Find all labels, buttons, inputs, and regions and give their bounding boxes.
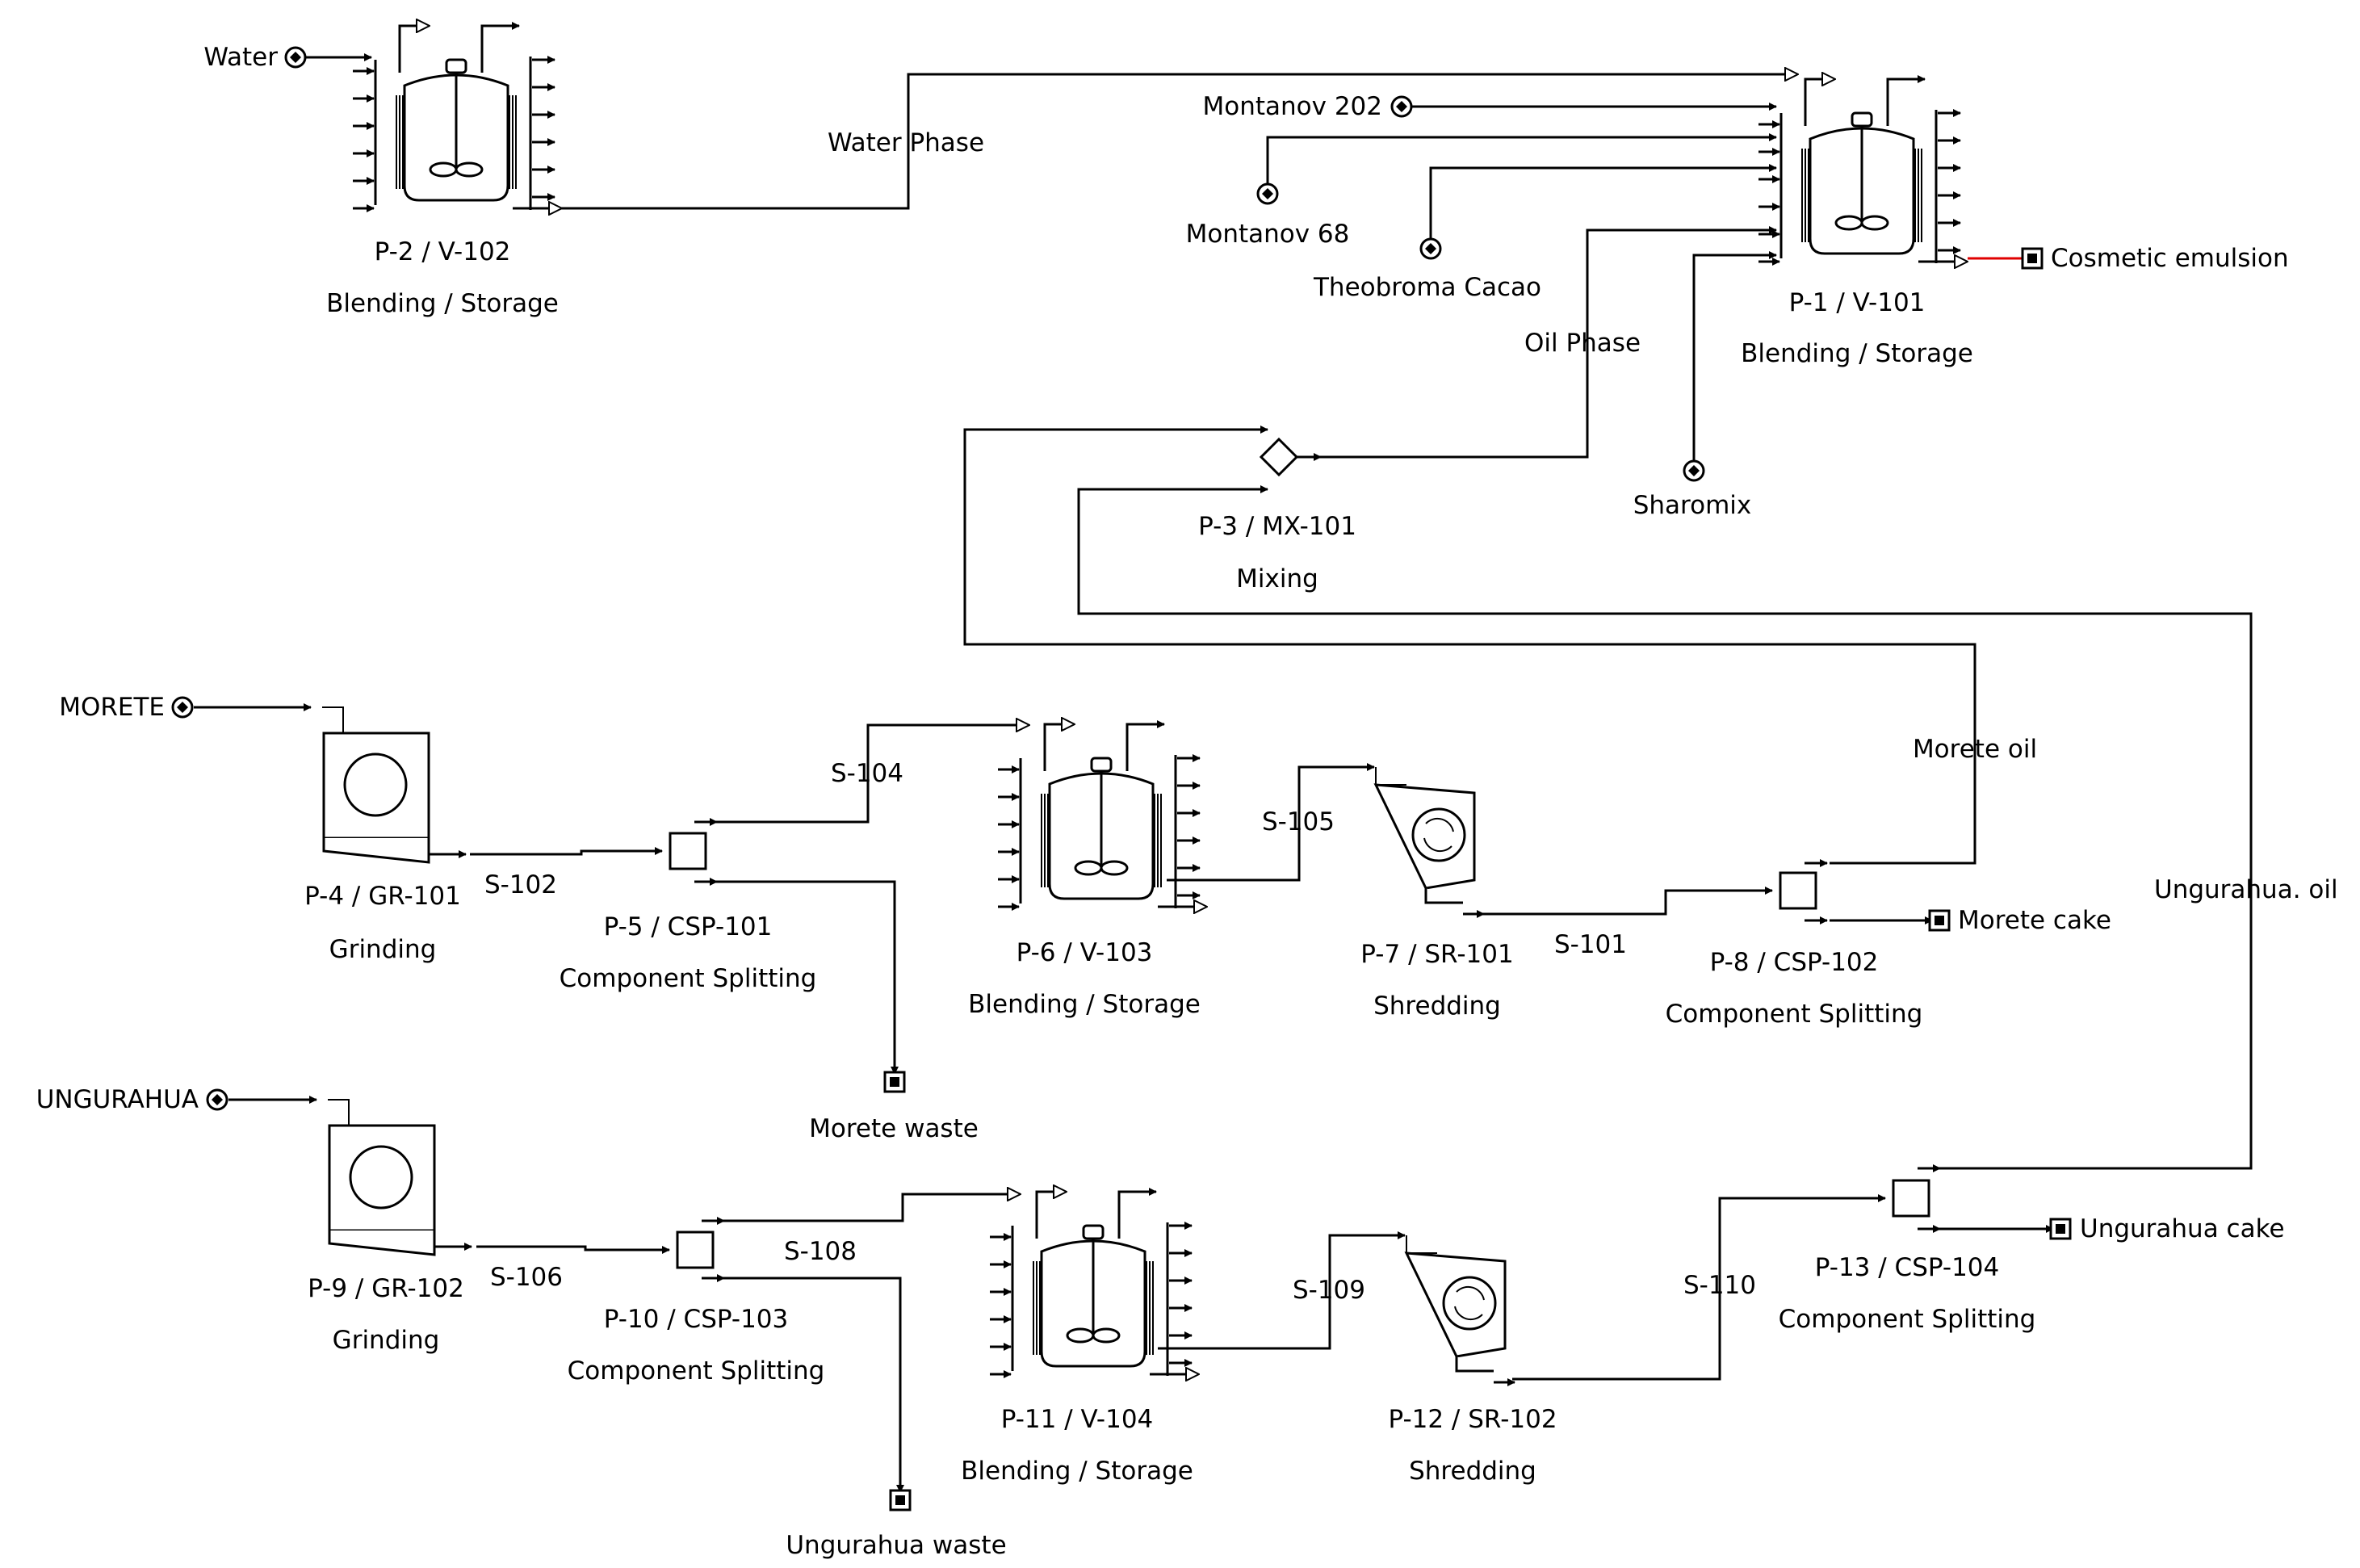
- source-theobroma-icon: [1419, 237, 1442, 260]
- stream-water-phase-label: Water Phase: [828, 128, 984, 157]
- stream-s110-line: [1512, 1194, 1886, 1381]
- unit-p3-tag: P-3 / MX-101: [1198, 512, 1356, 541]
- vessel-p1-icon[interactable]: [1758, 79, 1967, 263]
- sink-ungurahua-cake-icon: [2049, 1218, 2072, 1240]
- stream-s101-line: [1484, 887, 1773, 916]
- unit-p12-op: Shredding: [1409, 1457, 1536, 1486]
- unit-p5-op: Component Splitting: [560, 964, 817, 993]
- stream-morete-cake-label: Morete cake: [1958, 906, 2111, 935]
- splitter-p8-icon[interactable]: [1779, 871, 1817, 910]
- stream-montanov68-line: [1266, 133, 1777, 187]
- stream-ungurahua-oil-line: [1077, 485, 2253, 1170]
- stream-cosmetic-label: Cosmetic emulsion: [2051, 244, 2289, 273]
- unit-p4-tag: P-4 / GR-101: [304, 882, 461, 911]
- source-montanov202-icon: [1390, 95, 1413, 118]
- shredder-p7-icon[interactable]: [1373, 767, 1485, 918]
- unit-p12-tag: P-12 / SR-102: [1388, 1405, 1557, 1434]
- stream-oil-phase-label: Oil Phase: [1524, 329, 1641, 358]
- stream-s106-label: S-106: [490, 1263, 563, 1292]
- unit-p6-op: Blending / Storage: [968, 990, 1201, 1019]
- unit-p8-tag: P-8 / CSP-102: [1710, 948, 1879, 977]
- unit-p11-tag: P-11 / V-104: [1001, 1405, 1154, 1434]
- unit-p10-op: Component Splitting: [568, 1356, 825, 1386]
- mixer-p3-icon[interactable]: [1259, 437, 1299, 477]
- unit-p7-op: Shredding: [1373, 992, 1501, 1021]
- vessel-p2-icon[interactable]: [353, 26, 561, 210]
- stream-s102-line: [470, 847, 663, 856]
- unit-p5-tag: P-5 / CSP-101: [604, 912, 773, 941]
- unit-p8-op: Component Splitting: [1666, 1000, 1923, 1029]
- unit-p2-op: Blending / Storage: [326, 289, 559, 318]
- source-water-icon: [284, 46, 307, 69]
- stream-ungurahua-waste-label: Ungurahua waste: [786, 1531, 1006, 1560]
- splitter-p13-icon[interactable]: [1892, 1179, 1930, 1218]
- stream-theobroma-line: [1429, 164, 1777, 239]
- stream-water-phase-line: [525, 74, 1797, 210]
- stream-water-label: Water: [203, 43, 278, 72]
- stream-s104-label: S-104: [831, 759, 903, 788]
- unit-p10-tag: P-10 / CSP-103: [604, 1305, 789, 1334]
- unit-p3-op: Mixing: [1236, 564, 1318, 593]
- stream-s101-label: S-101: [1554, 930, 1627, 959]
- stream-morete-label: MORETE: [59, 693, 165, 722]
- stream-oil-phase-line: [1319, 226, 1777, 459]
- shredder-p12-icon[interactable]: [1404, 1235, 1515, 1386]
- stream-s106-line: [476, 1245, 670, 1254]
- stream-s105-line: [1167, 763, 1375, 882]
- stream-montanov202-label: Montanov 202: [1203, 92, 1383, 121]
- stream-lines: [194, 53, 2253, 1493]
- unit-p7-tag: P-7 / SR-101: [1360, 940, 1513, 969]
- unit-p13-tag: P-13 / CSP-104: [1815, 1253, 2000, 1282]
- unit-p9-op: Grinding: [333, 1326, 440, 1355]
- stream-s108-line: [717, 1194, 1020, 1222]
- sink-ungurahua-waste-icon: [889, 1489, 912, 1511]
- unit-p11-op: Blending / Storage: [961, 1457, 1193, 1486]
- vessel-p6-icon[interactable]: [998, 724, 1206, 908]
- stream-s108-label: S-108: [784, 1237, 857, 1266]
- stream-morete-oil-line: [963, 426, 1976, 865]
- sink-cosmetic-icon: [2021, 247, 2044, 270]
- stream-ungurahua-cake-label: Ungurahua cake: [2080, 1214, 2285, 1243]
- unit-labels: P-2 / V-102 Blending / Storage P-1 / V-1…: [304, 237, 2035, 1486]
- stream-s110-label: S-110: [1683, 1271, 1756, 1300]
- splitter-p5-icon[interactable]: [669, 832, 707, 870]
- stream-sharomix-line: [1692, 251, 1777, 460]
- stream-s102-label: S-102: [484, 870, 557, 899]
- unit-p2-tag: P-2 / V-102: [375, 237, 511, 266]
- unit-p4-op: Grinding: [329, 935, 437, 964]
- stream-ungurahua-waste-line: [717, 1277, 904, 1493]
- unit-p9-tag: P-9 / GR-102: [308, 1274, 464, 1303]
- equipment: [322, 26, 1967, 1386]
- unit-p1-tag: P-1 / V-101: [1789, 288, 1926, 317]
- unit-p13-op: Component Splitting: [1779, 1305, 2036, 1334]
- sink-morete-cake-icon: [1928, 909, 1951, 932]
- stream-montanov68-label: Montanov 68: [1186, 220, 1350, 249]
- stream-morete-waste-line: [708, 880, 899, 1075]
- stream-s105-label: S-105: [1262, 807, 1335, 836]
- stream-ungurahua-label: UNGURAHUA: [36, 1085, 199, 1114]
- stream-morete-oil-label: Morete oil: [1913, 735, 2037, 764]
- stream-sharomix-label: Sharomix: [1633, 491, 1752, 520]
- stream-morete-waste-label: Morete waste: [809, 1114, 979, 1143]
- stream-s109-line: [1158, 1231, 1406, 1350]
- vessel-p11-icon[interactable]: [990, 1192, 1198, 1376]
- unit-p6-tag: P-6 / V-103: [1017, 938, 1153, 967]
- source-ungurahua-icon: [206, 1088, 228, 1111]
- unit-p1-op: Blending / Storage: [1741, 339, 1973, 368]
- source-sharomix-icon: [1683, 459, 1705, 482]
- splitter-p10-icon[interactable]: [676, 1231, 715, 1269]
- stream-s109-label: S-109: [1293, 1276, 1365, 1305]
- source-montanov68-icon: [1256, 182, 1279, 205]
- stream-labels: Water Water Phase Montanov 202 Montanov …: [36, 43, 2338, 1560]
- stream-theobroma-label: Theobroma Cacao: [1313, 273, 1541, 302]
- stream-ungurahua-oil-label: Ungurahua. oil: [2154, 875, 2338, 904]
- grinder-p9-icon[interactable]: [328, 1099, 472, 1256]
- source-morete-icon: [171, 696, 194, 719]
- grinder-p4-icon[interactable]: [322, 706, 467, 864]
- stream-s104-line: [708, 725, 1029, 824]
- sink-morete-waste-icon: [883, 1071, 906, 1093]
